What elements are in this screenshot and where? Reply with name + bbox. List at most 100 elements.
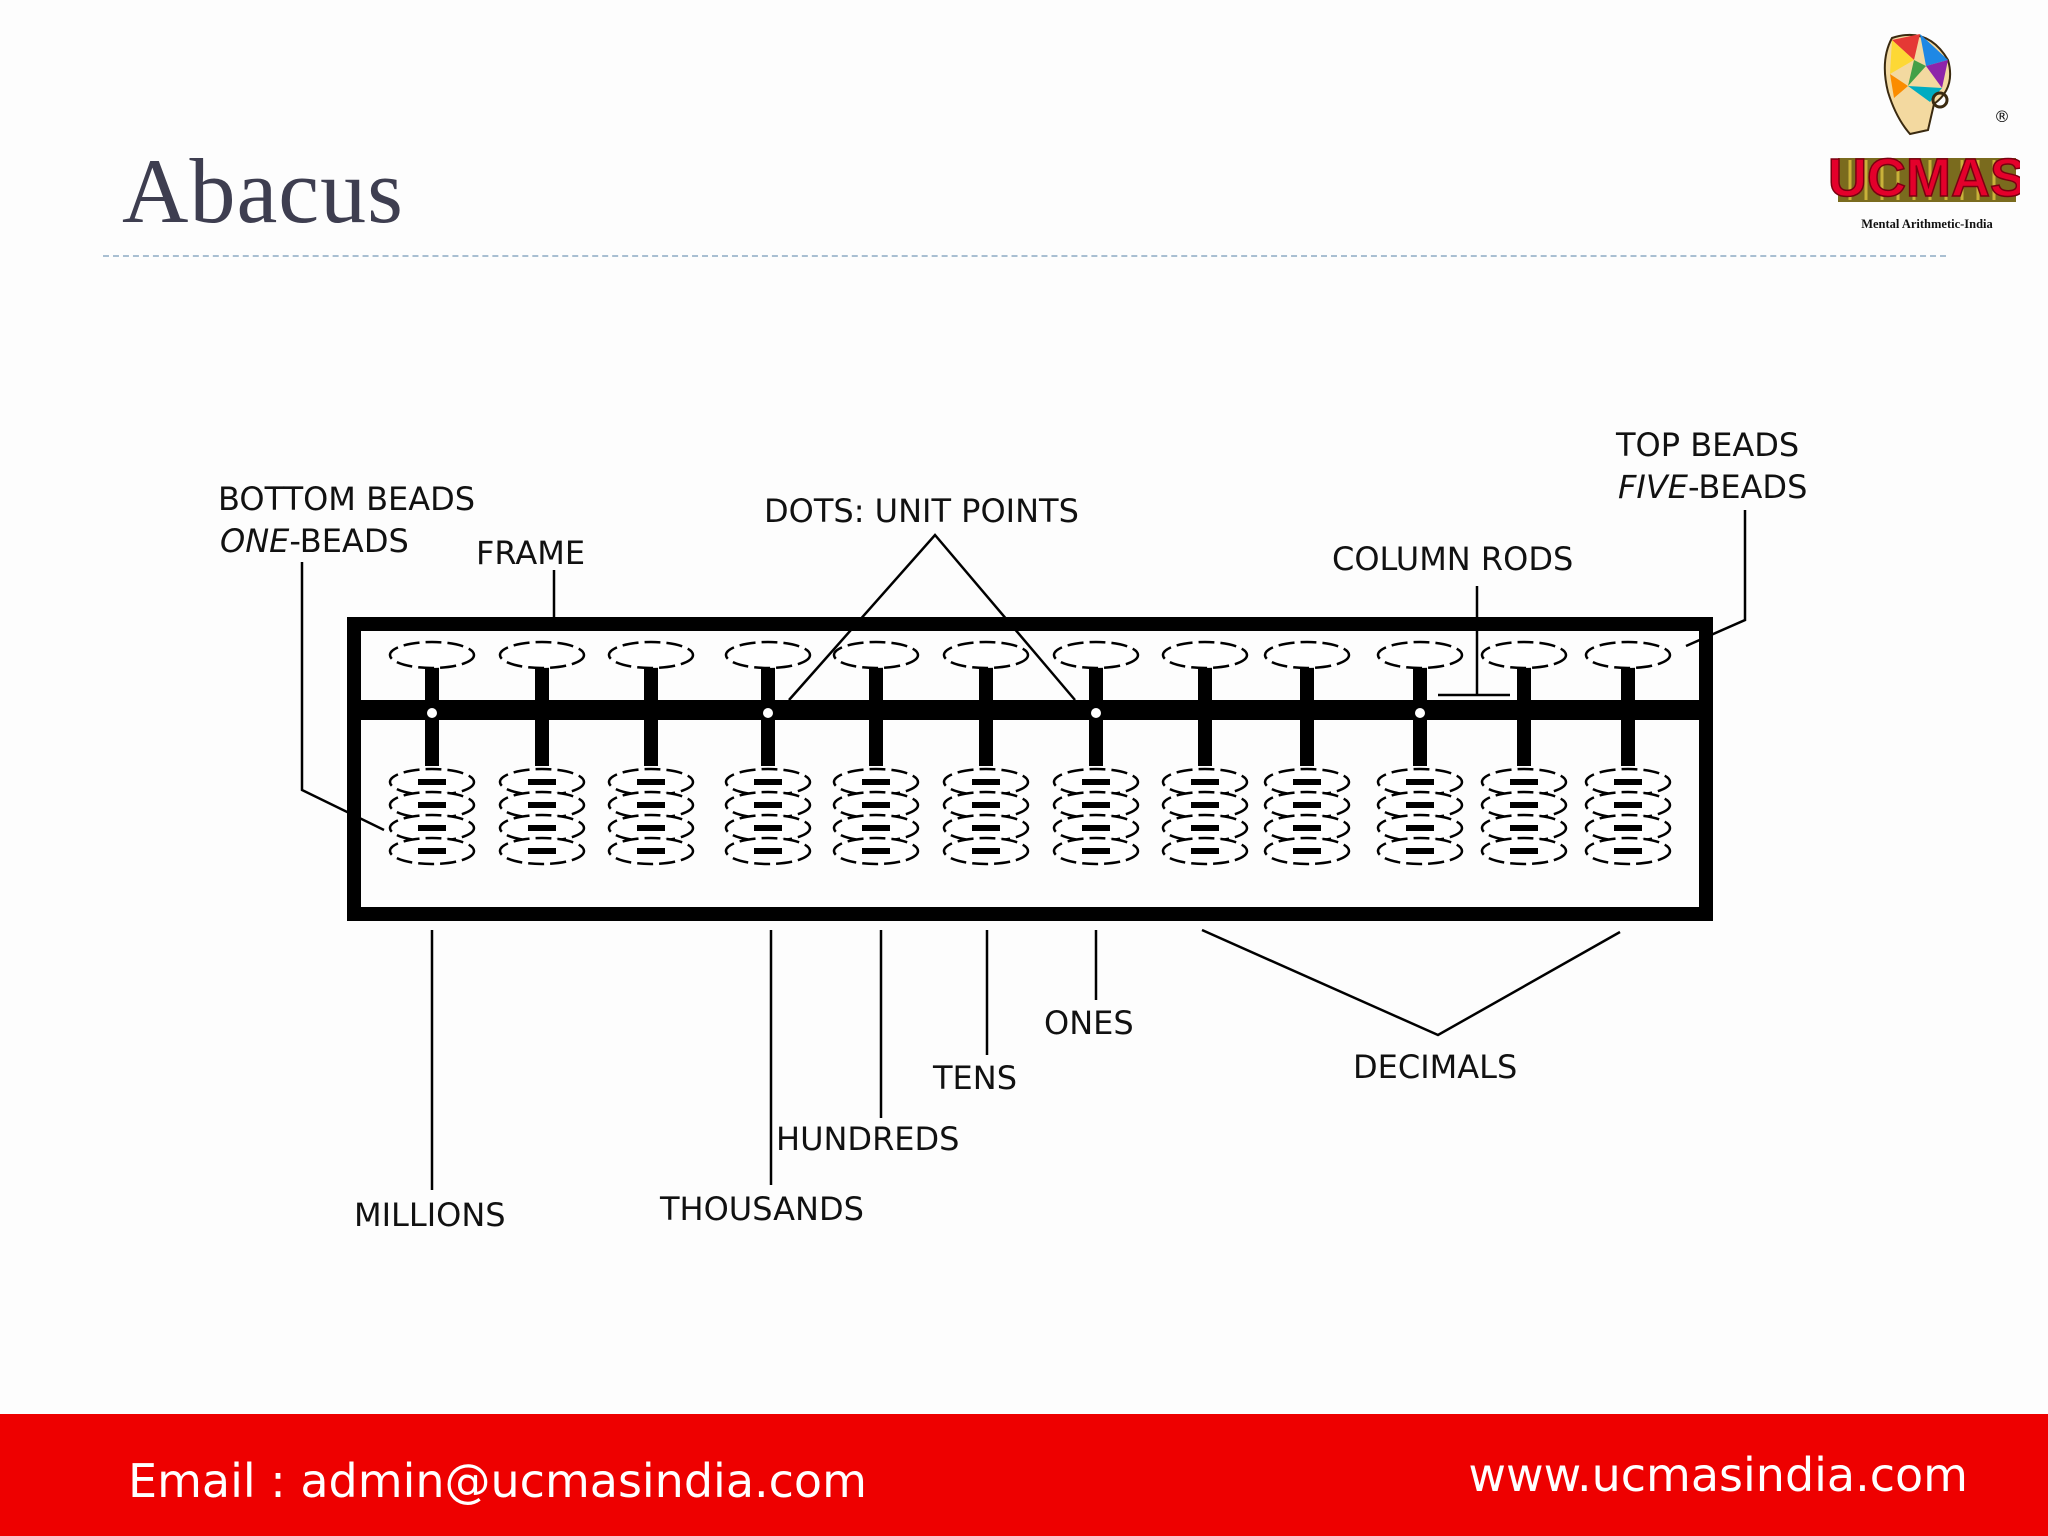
bead-hole <box>1293 779 1321 785</box>
bead-hole <box>528 802 556 808</box>
bead-hole <box>1082 825 1110 831</box>
bead-hole <box>1510 802 1538 808</box>
title-divider <box>103 255 1946 257</box>
label-top-beads: TOP BEADS <box>1615 426 1799 464</box>
top-bead <box>607 640 695 670</box>
bead-hole <box>754 825 782 831</box>
bead-hole <box>1293 802 1321 808</box>
unit-point-dot <box>1415 708 1425 718</box>
column-rod <box>1621 656 1635 766</box>
bead-hole <box>1191 802 1219 808</box>
bead-hole <box>1614 802 1642 808</box>
bead-hole <box>418 848 446 854</box>
bead-hole <box>637 848 665 854</box>
column-rod <box>869 656 883 766</box>
bead-hole <box>528 779 556 785</box>
bead-hole <box>1191 825 1219 831</box>
abacus-beads <box>388 640 1672 866</box>
bead-hole <box>862 802 890 808</box>
ucmas-logo: ® UCMAS Mental Arithmetic-India <box>1830 33 2020 231</box>
bead-hole <box>862 825 890 831</box>
bead-hole <box>972 802 1000 808</box>
label-one-beads: ONE-BEADS <box>220 522 409 560</box>
label-decimals: DECIMALS <box>1353 1048 1517 1086</box>
bead-hole <box>754 779 782 785</box>
label-column-rods: COLUMN RODS <box>1332 540 1573 578</box>
bead-hole <box>1406 848 1434 854</box>
bead-hole <box>1614 779 1642 785</box>
leader-dots <box>788 533 1076 701</box>
top-bead <box>1480 640 1568 670</box>
label-frame: FRAME <box>476 534 585 572</box>
bead-hole <box>637 802 665 808</box>
top-bead <box>1052 640 1140 670</box>
bead-hole <box>418 802 446 808</box>
bead-hole <box>418 825 446 831</box>
abacus-frame <box>347 617 1713 921</box>
footer-bar: Email : admin@ucmasindia.com www.ucmasin… <box>0 1414 2048 1536</box>
footer-website[interactable]: www.ucmasindia.com <box>1468 1448 1968 1502</box>
bead-hole <box>1082 779 1110 785</box>
label-ones: ONES <box>1044 1004 1134 1042</box>
registered-mark: ® <box>1994 107 2010 126</box>
bead-hole <box>418 779 446 785</box>
label-bottom-beads: BOTTOM BEADS <box>218 480 475 518</box>
column-rod <box>979 656 993 766</box>
column-rod <box>1300 656 1314 766</box>
unit-point-dot <box>427 708 437 718</box>
top-bead <box>1376 640 1464 670</box>
top-bead <box>942 640 1030 670</box>
footer-email[interactable]: Email : admin@ucmasindia.com <box>128 1454 867 1508</box>
bead-hole <box>637 825 665 831</box>
top-bead <box>724 640 812 670</box>
bead-hole <box>1082 802 1110 808</box>
column-rod <box>1517 656 1531 766</box>
bead-hole <box>1293 848 1321 854</box>
bead-hole <box>528 825 556 831</box>
unit-point-dot <box>763 708 773 718</box>
leader-top-beads <box>1685 510 1747 648</box>
top-bead <box>832 640 920 670</box>
bead-hole <box>1510 848 1538 854</box>
label-tens: TENS <box>932 1059 1017 1097</box>
bead-hole <box>972 848 1000 854</box>
unit-point-dots <box>427 708 1425 718</box>
label-five-beads: FIVE-BEADS <box>1618 468 1807 506</box>
bead-hole <box>1510 825 1538 831</box>
abacus-beam <box>354 700 1706 720</box>
top-bead <box>1584 640 1672 670</box>
column-rods <box>425 656 1635 766</box>
top-bead <box>498 640 586 670</box>
bead-hole <box>1406 825 1434 831</box>
bead-hole <box>972 825 1000 831</box>
bead-hole <box>862 779 890 785</box>
bead-hole <box>972 779 1000 785</box>
bead-hole <box>1191 779 1219 785</box>
unit-point-dot <box>1091 708 1101 718</box>
top-bead <box>1263 640 1351 670</box>
bead-hole <box>1191 848 1219 854</box>
slide-title: Abacus <box>122 140 404 242</box>
bead-hole <box>1614 848 1642 854</box>
bead-hole <box>1510 779 1538 785</box>
column-rod <box>535 656 549 766</box>
bead-hole <box>1293 825 1321 831</box>
label-hundreds: HUNDREDS <box>776 1120 959 1158</box>
logo-tagline: Mental Arithmetic-India <box>1861 217 1993 231</box>
column-rod <box>1198 656 1212 766</box>
bead-hole <box>754 848 782 854</box>
bead-hole <box>528 848 556 854</box>
bead-hole <box>862 848 890 854</box>
label-millions: MILLIONS <box>354 1196 506 1234</box>
bead-hole <box>1406 802 1434 808</box>
bead-hole <box>637 779 665 785</box>
logo-text: UCMAS <box>1830 148 2020 208</box>
label-dots-unit-points: DOTS: UNIT POINTS <box>764 492 1079 530</box>
leader-column-rods <box>1438 586 1510 697</box>
bead-hole <box>754 802 782 808</box>
column-rod <box>644 656 658 766</box>
leader-bottom-beads <box>300 562 385 832</box>
bead-hole <box>1614 825 1642 831</box>
label-thousands: THOUSANDS <box>659 1190 864 1228</box>
leader-decimals <box>1201 928 1621 1037</box>
